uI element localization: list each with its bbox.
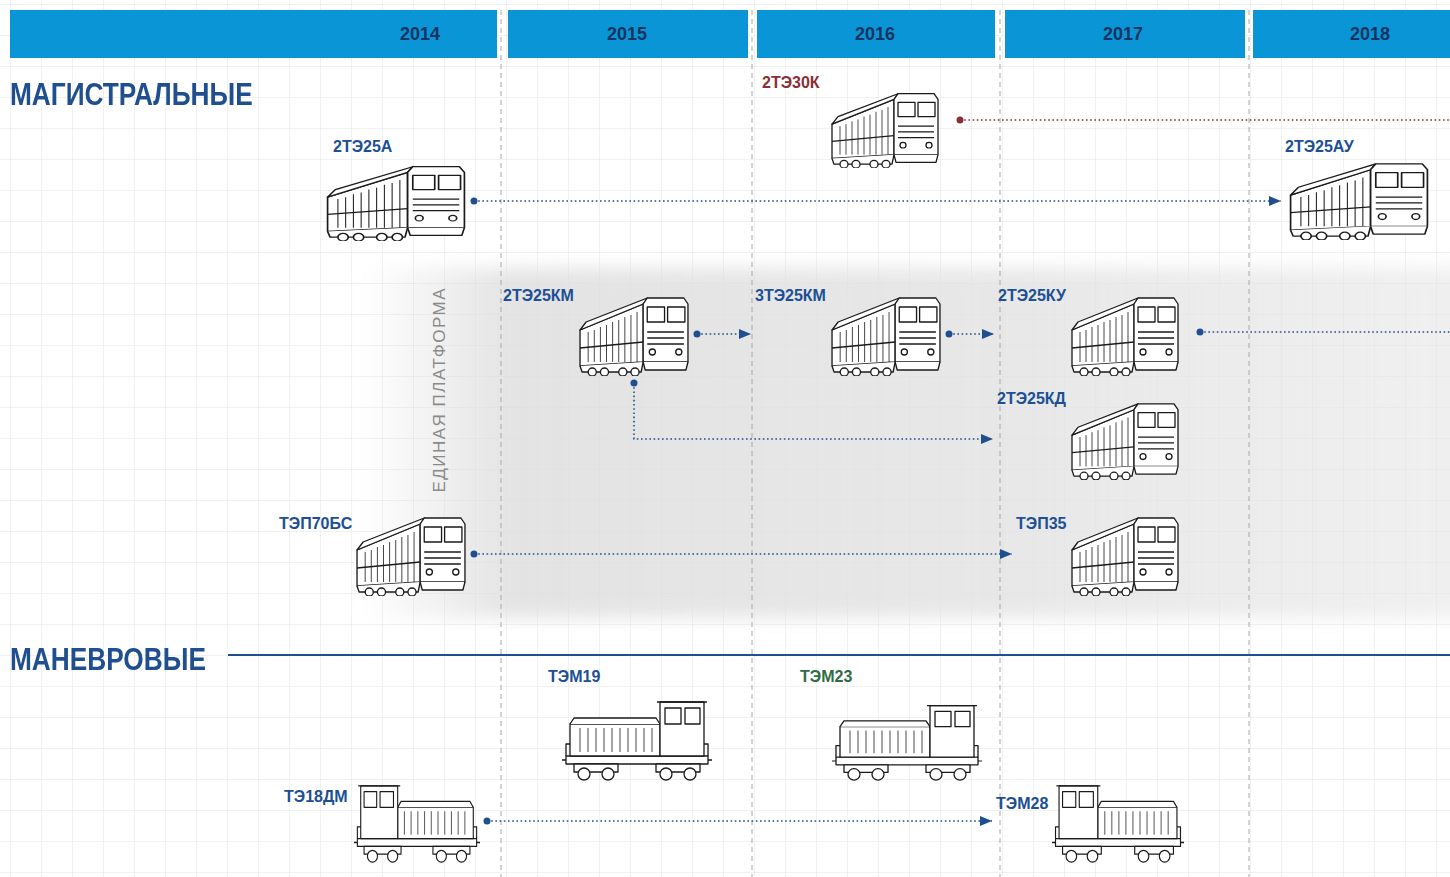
year-bars	[10, 10, 1450, 58]
continuation-line	[957, 117, 1450, 124]
locomotive-name: 2ТЭ25КУ	[998, 287, 1066, 305]
locomotive-name: 3ТЭ25КМ	[755, 287, 826, 305]
locomotive-figure	[580, 298, 688, 376]
locomotive-node: ТЭМ28	[994, 776, 1186, 866]
locomotive-figure	[1052, 786, 1184, 862]
year-label: 2014	[400, 24, 440, 45]
locomotive-name: 2ТЭ25А	[333, 138, 392, 156]
locomotive-drawing	[562, 694, 712, 782]
locomotive-name: ТЭП35	[1016, 515, 1066, 533]
locomotive-figure	[562, 702, 712, 780]
locomotive-node: ТЭП70БС	[277, 510, 469, 598]
section-title: МАГИСТРАЛЬНЫЕ	[10, 76, 253, 113]
locomotive-node: 2ТЭ25КМ	[501, 285, 692, 378]
platform-band-shade	[360, 268, 1450, 618]
locomotive-name: ТЭМ23	[800, 668, 852, 686]
locomotive-drawing	[832, 698, 982, 782]
evolution-arrow	[634, 383, 993, 439]
locomotive-figure	[1072, 298, 1178, 376]
locomotive-node: 2ТЭ30К	[760, 72, 942, 170]
locomotive-drawing	[1288, 158, 1430, 240]
continuation-line	[1197, 329, 1450, 336]
evolution-arrow	[474, 200, 1281, 202]
locomotive-figure	[1072, 518, 1178, 596]
locomotive-figure	[328, 167, 465, 241]
locomotive-name: ТЭМ19	[548, 668, 600, 686]
platform-band: ЕДИНАЯ ПЛАТФОРМА 2ТЭ25КМ 3ТЭ25КМ 2ТЭ25КУ 2ТЭ…	[360, 265, 1450, 620]
evolution-arrow	[487, 820, 992, 822]
locomotive-drawing	[1052, 778, 1184, 864]
locomotive-drawing	[355, 512, 467, 596]
year-label: 2016	[855, 24, 895, 45]
locomotive-figure	[832, 298, 940, 376]
locomotive-figure	[1291, 164, 1428, 240]
locomotive-node: ТЭП35	[1014, 510, 1182, 598]
locomotive-drawing	[354, 778, 480, 864]
section-rule	[228, 654, 1450, 656]
locomotive-drawing	[325, 161, 467, 241]
locomotive-node: 2ТЭ25АУ	[1283, 136, 1432, 242]
locomotive-drawing	[830, 88, 940, 168]
locomotive-figure	[354, 786, 480, 862]
locomotive-name: 2ТЭ30К	[762, 74, 820, 92]
locomotive-node: 2ТЭ25А	[323, 136, 469, 243]
locomotive-drawing	[1070, 512, 1180, 596]
locomotive-drawing	[830, 292, 942, 376]
locomotive-node: ТЭ18ДМ	[282, 776, 482, 866]
locomotive-drawing	[578, 292, 690, 376]
section-title: МАНЕВРОВЫЕ	[10, 641, 206, 678]
locomotive-drawing	[1070, 398, 1180, 480]
band-title: ЕДИНАЯ ПЛАТФОРМА	[430, 287, 450, 493]
locomotive-name: 2ТЭ25КД	[997, 390, 1066, 408]
locomotive-name: ТЭ18ДМ	[284, 788, 348, 806]
locomotive-node: 2ТЭ25КУ	[996, 285, 1182, 378]
evolution-arrow	[949, 333, 994, 335]
locomotive-figure	[357, 518, 465, 596]
locomotive-name: ТЭП70БС	[279, 515, 352, 533]
locomotive-node: 3ТЭ25КМ	[753, 285, 944, 378]
locomotive-node: ТЭМ19	[546, 666, 714, 784]
year-label: 2017	[1103, 24, 1143, 45]
locomotive-figure	[1072, 404, 1178, 480]
locomotive-figure	[832, 94, 938, 168]
locomotive-node: ТЭМ23	[798, 666, 984, 784]
locomotive-node: 2ТЭ25КД	[995, 388, 1182, 482]
year-label: 2015	[607, 24, 647, 45]
evolution-arrow	[697, 333, 751, 335]
evolution-arrow	[474, 553, 1012, 555]
locomotive-name: ТЭМ28	[996, 795, 1048, 813]
edge-group	[474, 201, 1281, 821]
year-label: 2018	[1350, 24, 1390, 45]
locomotive-name: 2ТЭ25КМ	[503, 287, 574, 305]
year-separators	[501, 10, 1249, 877]
locomotive-figure	[832, 706, 982, 780]
locomotive-name: 2ТЭ25АУ	[1285, 138, 1354, 156]
locomotive-drawing	[1070, 292, 1180, 376]
